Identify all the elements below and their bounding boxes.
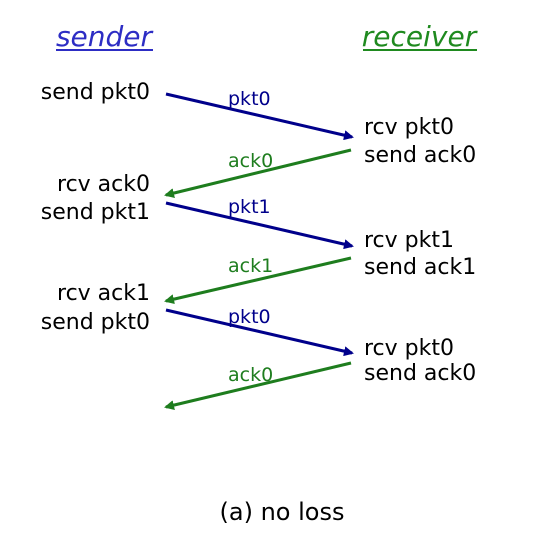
receiver-event: rcv pkt1: [364, 228, 454, 253]
pkt-arrow: [165, 92, 354, 141]
sender-event: rcv ack0: [57, 172, 150, 197]
ack-label: ack0: [228, 364, 273, 386]
receiver-event: send ack0: [364, 143, 476, 168]
pkt-label: pkt0: [228, 88, 271, 110]
ack-label: ack1: [228, 255, 273, 277]
receiver-heading: receiver: [362, 20, 478, 53]
sender-event: send pkt1: [41, 200, 150, 225]
pkt-label: pkt1: [228, 196, 271, 218]
receiver-event: rcv pkt0: [364, 336, 454, 361]
receiver-event: rcv pkt0: [364, 115, 454, 140]
pkt-label: pkt0: [228, 306, 271, 328]
sender-event: send pkt0: [41, 310, 150, 335]
ack-arrow: [164, 256, 352, 305]
sender-event: send pkt0: [41, 80, 150, 105]
ack-arrow: [164, 148, 352, 198]
receiver-event: send ack1: [364, 255, 476, 280]
sender-event: rcv ack1: [57, 281, 150, 306]
pkt-arrow: [165, 201, 354, 250]
pkt-arrow: [165, 308, 354, 357]
ack-label: ack0: [228, 150, 273, 172]
receiver-event: send ack0: [364, 361, 476, 386]
sender-heading: sender: [56, 20, 154, 53]
ack-arrow: [164, 361, 352, 411]
diagram-caption: (a) no loss: [220, 498, 345, 526]
